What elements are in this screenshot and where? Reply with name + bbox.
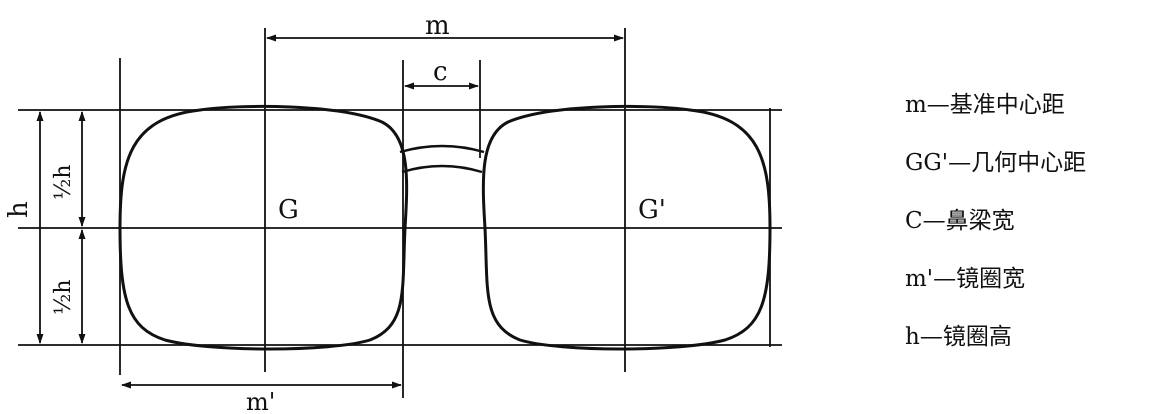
m-label: m — [425, 11, 450, 41]
legend-item-h: h—镜圈高 — [905, 324, 1012, 350]
legend: m—基准中心距 GG'—几何中心距 C—鼻梁宽 m'—镜圈宽 h—镜圈高 — [905, 90, 1145, 380]
legend-item-m-prime: m'—镜圈宽 — [905, 266, 1026, 292]
left-lens-outline — [118, 104, 409, 351]
legend-item-m: m—基准中心距 — [905, 92, 1065, 118]
h-label: h — [4, 201, 34, 218]
m-prime-label: m' — [246, 388, 275, 414]
c-label: c — [433, 57, 448, 87]
g-label: G — [278, 195, 299, 225]
g-prime-label: G' — [638, 195, 666, 225]
half-h-top-label: ½h — [51, 165, 76, 201]
right-lens-outline — [481, 104, 772, 351]
bridge-lower-arc — [401, 164, 483, 174]
bridge-upper-arc — [399, 144, 485, 154]
half-h-bottom-label: ½h — [51, 280, 76, 316]
legend-item-gg-prime: GG'—几何中心距 — [905, 150, 1087, 176]
legend-item-c: C—鼻梁宽 — [905, 208, 1015, 234]
